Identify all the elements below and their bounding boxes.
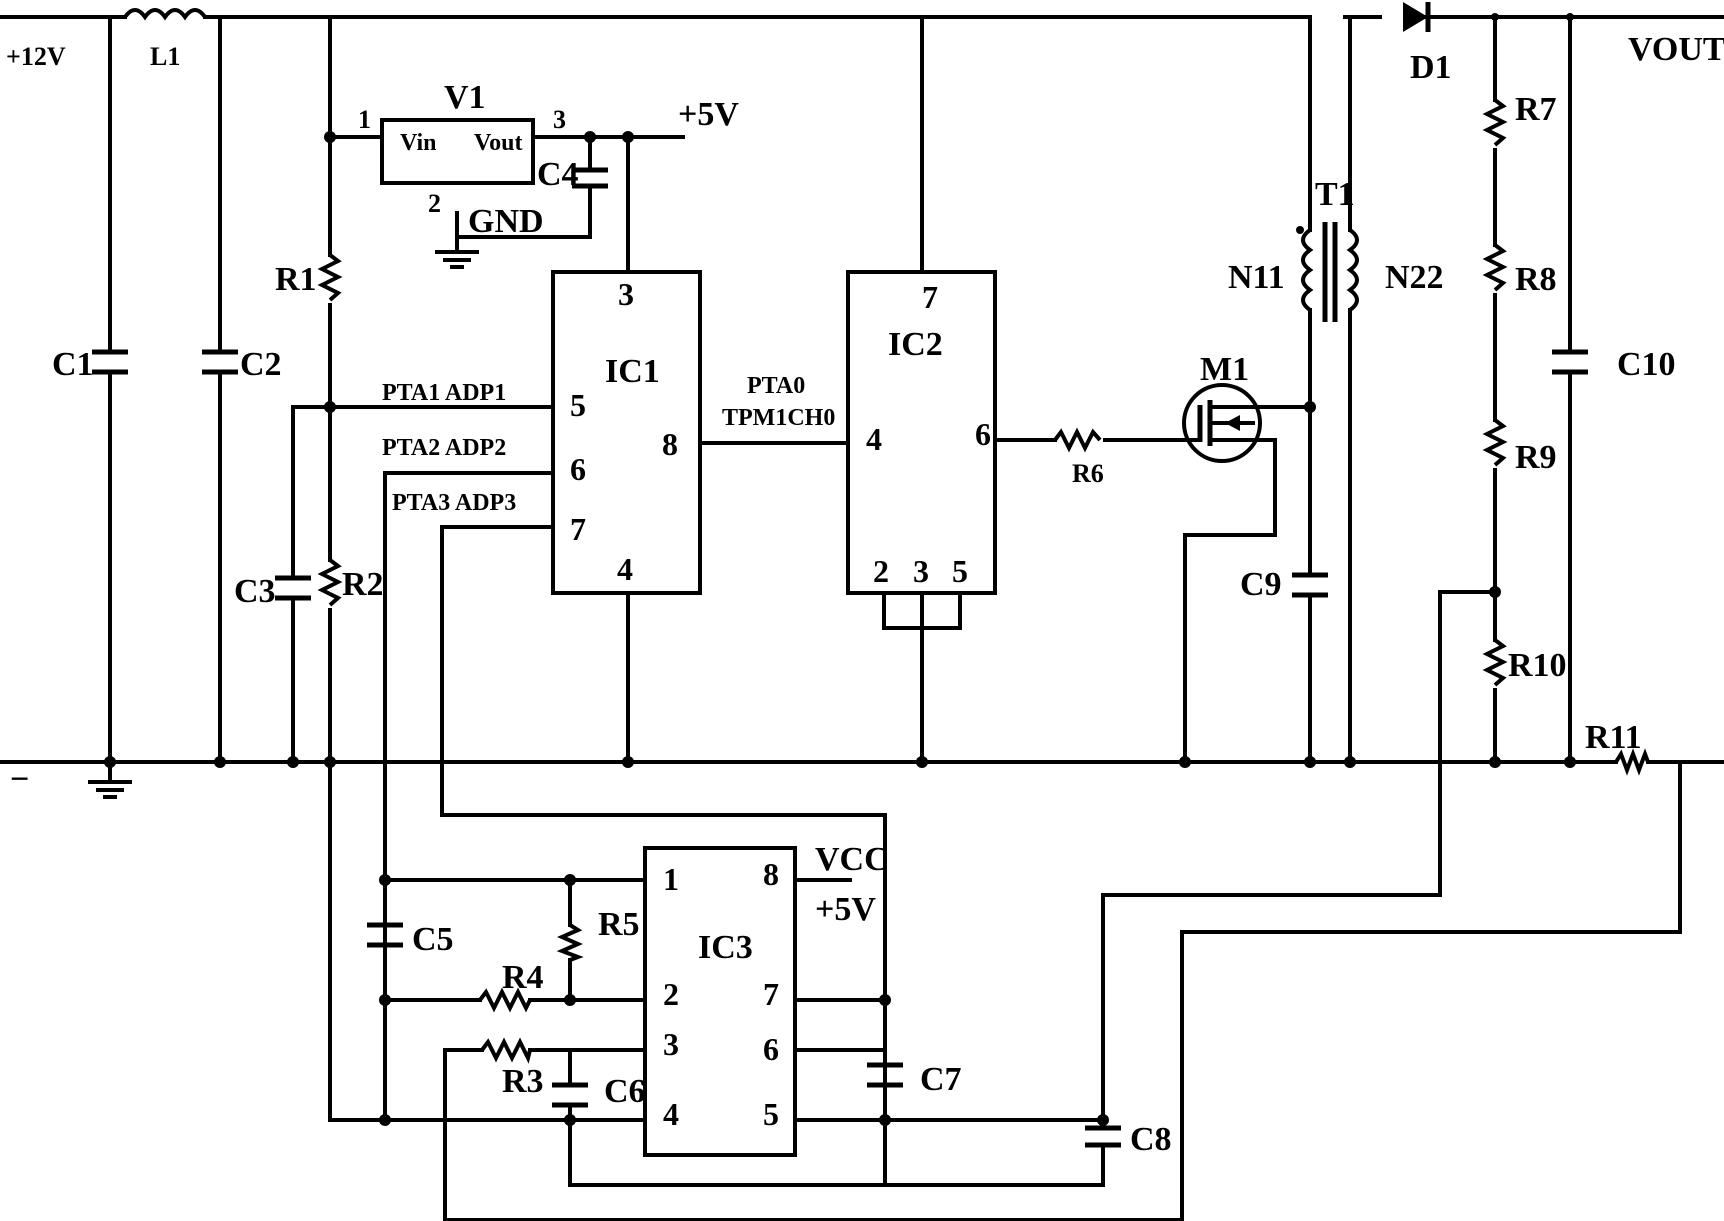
mosfet-m1 [1184, 385, 1260, 461]
label-m1: M1 [1200, 351, 1249, 388]
label-r6: R6 [1072, 459, 1104, 488]
label-c8: C8 [1130, 1121, 1172, 1158]
label-n11: N11 [1228, 259, 1285, 296]
regulator-vin: Vin [400, 130, 436, 156]
net-adp1: PTA1 ADP1 [382, 380, 506, 406]
resistor-r5 [562, 925, 578, 960]
resistor-r3 [482, 1042, 530, 1058]
transformer-t1 [1296, 222, 1357, 322]
resistor-r7 [1487, 100, 1503, 145]
diode-d1 [1403, 2, 1428, 32]
ic1-name: IC1 [605, 353, 660, 390]
regulator-pin-in: 1 [358, 105, 371, 134]
label-c1: C1 [52, 346, 94, 383]
ic1-pin8: 8 [662, 426, 678, 462]
label-d1: D1 [1410, 49, 1452, 86]
label-c5: C5 [412, 921, 454, 958]
resistor-r9 [1487, 420, 1503, 465]
label-r8: R8 [1515, 261, 1557, 298]
capacitor-c3 [275, 578, 311, 598]
ic3-pin1: 1 [663, 861, 679, 897]
ic2-pin5: 5 [952, 553, 968, 589]
ic3-pin7: 7 [763, 976, 779, 1012]
label-c4: C4 [537, 156, 579, 193]
regulator-vout: Vout [474, 130, 522, 156]
resistor-r1 [322, 255, 338, 300]
ic2-pin6: 6 [975, 416, 991, 452]
regulator-pin-out: 3 [553, 105, 566, 134]
vout-label: VOUT [1628, 31, 1724, 68]
regulator-output-label: +5V [678, 96, 739, 133]
ic3-vcc-label: VCC [815, 841, 889, 878]
ic2-name: IC2 [888, 326, 943, 363]
ic2-pin2: 2 [873, 553, 889, 589]
label-c6: C6 [604, 1073, 646, 1110]
ground-symbol-regulator [437, 252, 477, 267]
regulator-pin-gnd: 2 [428, 189, 441, 218]
ic3-name: IC3 [698, 929, 753, 966]
ic1-pin4: 4 [617, 551, 633, 587]
label-n22: N22 [1385, 259, 1444, 296]
junction-dots [104, 13, 1576, 1126]
supply-label: +12V [6, 42, 66, 71]
ic3-pin8: 8 [763, 856, 779, 892]
net-pta0: PTA0 [747, 373, 805, 399]
label-r9: R9 [1515, 439, 1557, 476]
resistor-r6 [1055, 432, 1100, 448]
capacitor-c1 [92, 352, 128, 372]
ic3-pin4: 4 [663, 1096, 679, 1132]
label-r10: R10 [1508, 647, 1567, 684]
capacitor-c2 [202, 352, 238, 372]
resistor-r2 [322, 560, 338, 605]
ic3-pin3: 3 [663, 1026, 679, 1062]
label-c9: C9 [1240, 566, 1282, 603]
capacitor-c10 [1552, 352, 1588, 372]
net-adp2: PTA2 ADP2 [382, 435, 506, 461]
ic3-vcc-value: +5V [815, 891, 876, 928]
capacitor-c9 [1292, 575, 1328, 595]
label-r11: R11 [1585, 719, 1642, 756]
wires [0, 17, 1724, 1220]
label-r2: R2 [342, 566, 384, 603]
ic1-pin3: 3 [618, 276, 634, 312]
label-t1: T1 [1315, 176, 1355, 213]
ic3-pin2: 2 [663, 976, 679, 1012]
label-l1: L1 [150, 42, 180, 71]
ic3-pin6: 6 [763, 1031, 779, 1067]
resistor-r10 [1487, 640, 1503, 685]
ic1-pin6: 6 [570, 451, 586, 487]
net-tpm1ch0: TPM1CH0 [722, 405, 835, 431]
ic3-pin5: 5 [763, 1096, 779, 1132]
ground-symbol-main [90, 762, 130, 797]
label-c2: C2 [240, 346, 282, 383]
capacitor-c8 [1085, 1128, 1121, 1145]
ic2-pin7: 7 [922, 279, 938, 315]
ic1-pin7: 7 [570, 511, 586, 547]
resistor-r11 [1616, 754, 1648, 770]
label-c3: C3 [234, 573, 276, 610]
label-c7: C7 [920, 1061, 962, 1098]
ic1-pin5: 5 [570, 387, 586, 423]
label-r4: R4 [502, 959, 544, 996]
net-adp3: PTA3 ADP3 [392, 490, 516, 516]
ic2-pin4: 4 [866, 421, 882, 457]
label-r1: R1 [275, 261, 317, 298]
regulator-gnd: GND [468, 203, 544, 240]
label-r7: R7 [1515, 91, 1557, 128]
resistor-r8 [1487, 245, 1503, 290]
label-r3: R3 [502, 1063, 544, 1100]
inductor-l1 [125, 10, 205, 17]
regulator-name: V1 [444, 79, 486, 116]
ic2-pin3: 3 [913, 553, 929, 589]
label-r5: R5 [598, 906, 640, 943]
capacitor-c6 [552, 1085, 588, 1105]
label-c10: C10 [1617, 346, 1676, 383]
ground-rail-label: − [10, 761, 29, 798]
